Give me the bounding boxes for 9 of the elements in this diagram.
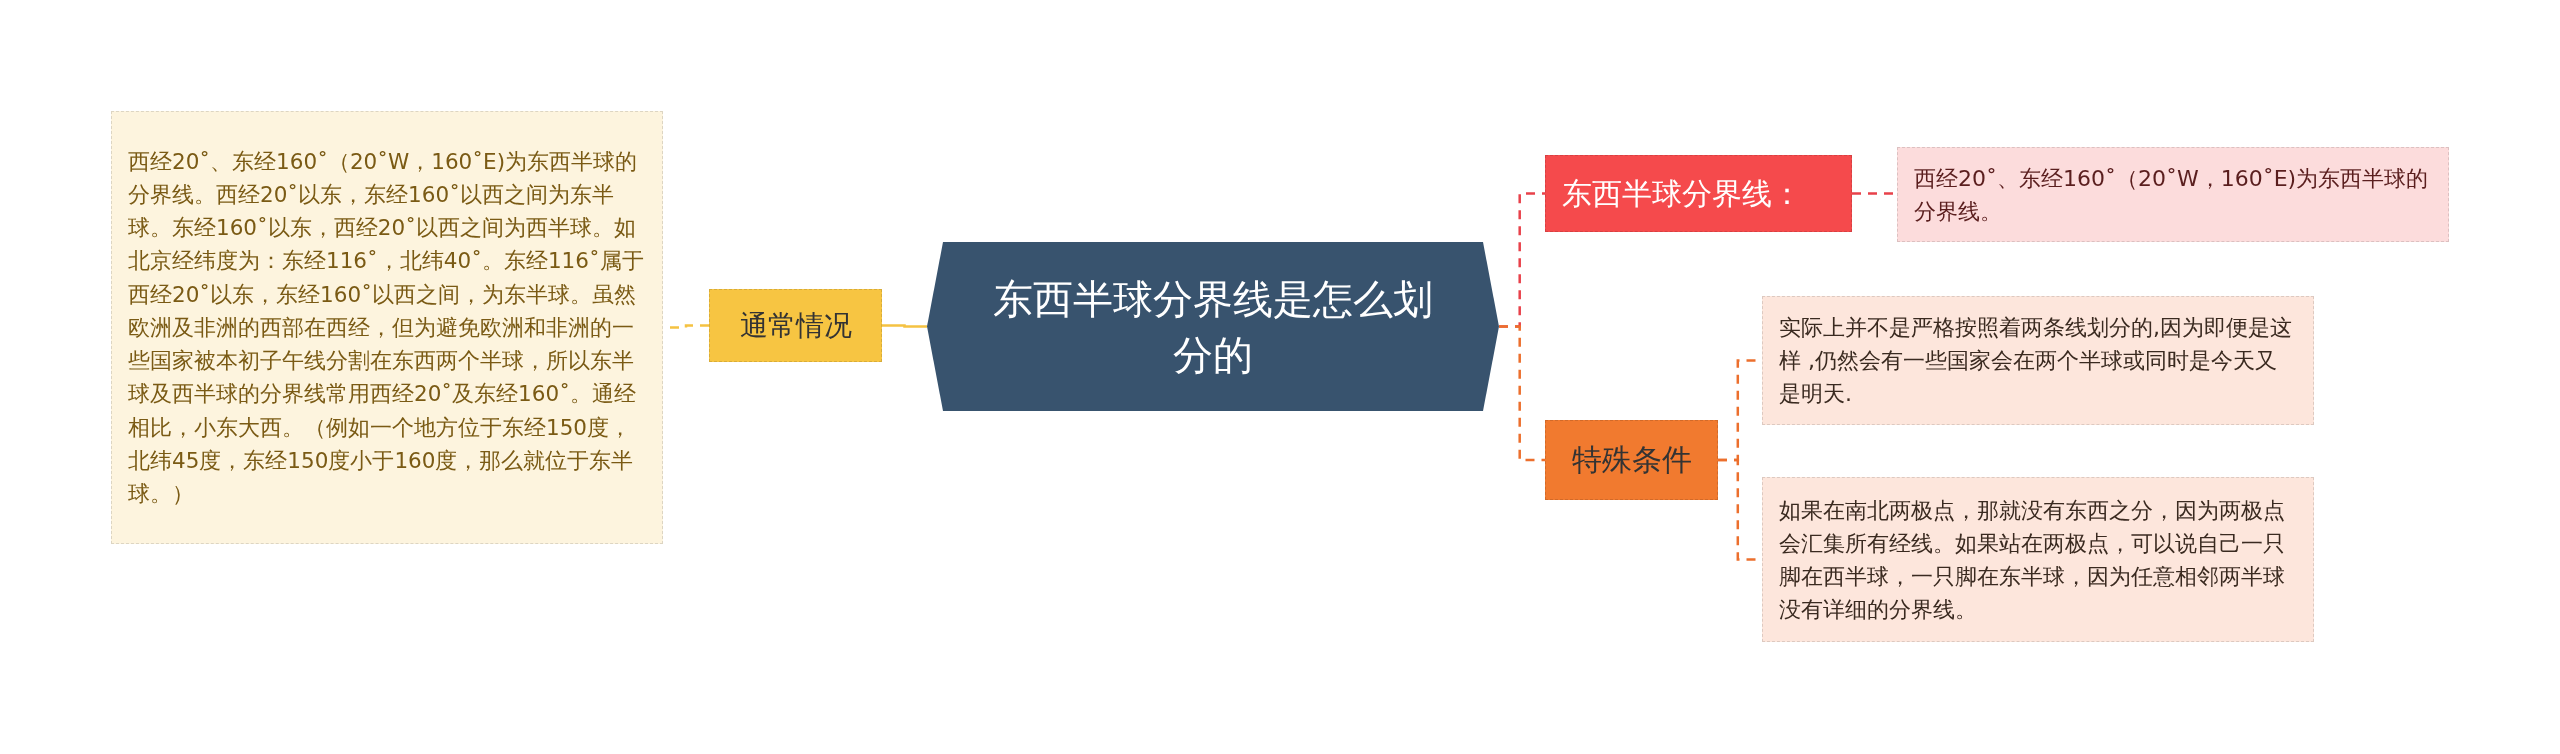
topic-box: 东西半球分界线： [1545,155,1852,232]
topic-box: 特殊条件 [1545,420,1718,500]
connector-line [1499,325,1545,462]
text-card: 西经20˚、东经160˚（20˚W，160˚E)为东西半球的分界线。西经20˚以东，东经160˚以西之间为东半球。东经160˚以东，西经20˚以西之间为西半球。如北京经纬度为：东经116˚，北纬40˚。东经116˚属于西经20˚以东，东经160˚以西之间，为东半球。虽然欧洲及非洲的西部在西经，但为避免欧洲和非洲的一些国家被本初子午线分割在东西两个半球，所以东半球及西半球的分界线常用西经20˚及东经160˚。通经相比，小东大西。（例如一个地方位于东经150度，北纬45度，东经150度小于160度，那么就位于东半球。） [111,111,663,544]
text-card: 实际上并不是严格按照着两条线划分的,因为即便是这样 ,仍然会有一些国家会在两个半球或同时是今天又是明天. [1762,296,2314,425]
connector-line [882,324,927,328]
topic-box: 通常情况 [709,289,882,362]
text-card: 如果在南北两极点，那就没有东西之分，因为两极点会汇集所有经线。如果站在两极点，可以说自己一只脚在西半球，一只脚在东半球，因为任意相邻两半球没有详细的分界线。 [1762,477,2314,642]
text-card: 西经20˚、东经160˚（20˚W，160˚E)为东西半球的分界线。 [1897,147,2449,242]
